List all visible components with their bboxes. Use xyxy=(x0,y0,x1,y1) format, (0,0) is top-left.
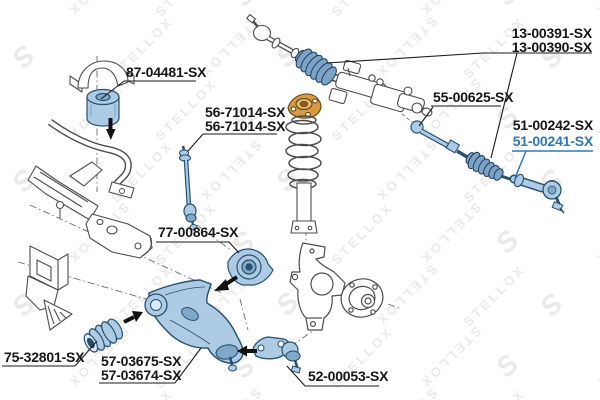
front-bushing-part xyxy=(83,318,124,353)
ball-joint-part xyxy=(252,336,301,374)
label-control-arm[interactable]: 57-03675-SX 57-03674-SX xyxy=(101,353,182,383)
label-rear-bushing[interactable]: 77-00864-SX xyxy=(158,224,239,240)
highlight-leader xyxy=(512,150,593,179)
part-number[interactable]: 57-03674-SX xyxy=(101,367,182,383)
strut-body-drawing xyxy=(290,182,318,234)
tie-rod-end-part xyxy=(500,173,565,214)
inner-tie-rod-part xyxy=(410,120,470,160)
part-number[interactable]: 13-00391-SX xyxy=(511,25,593,41)
stab-bracket-drawing xyxy=(69,60,135,93)
label-stab-link[interactable]: 56-71014-SX 56-71014-SX xyxy=(205,104,286,134)
label-tie-rod-end-242[interactable]: 51-00242-SX xyxy=(512,117,594,133)
part-number[interactable]: 56-71014-SX xyxy=(205,104,286,120)
part-number[interactable]: 13-00390-SX xyxy=(511,39,593,55)
leader-lines xyxy=(2,52,593,387)
stab-bushing-part xyxy=(86,88,120,127)
arrow-down-bushing xyxy=(106,118,116,140)
sway-bar-drawing xyxy=(47,119,135,199)
steering-knuckle-drawing xyxy=(289,242,384,331)
label-stab-bushing[interactable]: 87-04481-SX xyxy=(126,64,207,80)
control-arm-part xyxy=(144,279,244,372)
arrow-rear-bushing-to-arm xyxy=(214,275,239,291)
coil-spring-drawing xyxy=(285,115,322,190)
strut-mount-part xyxy=(287,93,322,119)
part-number[interactable]: 57-03675-SX xyxy=(101,353,182,369)
steering-boot-part xyxy=(465,151,504,181)
rear-bushing-part xyxy=(227,248,274,286)
explode-arrows xyxy=(106,118,257,357)
steering-rack-drawing xyxy=(246,13,433,117)
label-steering-boot[interactable]: 55-00625-SX xyxy=(433,89,514,105)
subframe-drawing xyxy=(25,161,153,331)
stab-link-part xyxy=(178,145,198,230)
label-tie-rod-assembly[interactable]: 13-00391-SX 13-00390-SX xyxy=(511,25,593,55)
arrow-ball-joint-to-arm xyxy=(237,345,257,357)
label-front-bushing[interactable]: 75-32801-SX xyxy=(4,349,85,365)
rack-bellows-part xyxy=(294,48,337,86)
part-number[interactable]: 56-71014-SX xyxy=(205,118,286,134)
label-tie-rod-end-241-highlighted[interactable]: 51-00241-SX xyxy=(512,133,594,149)
label-ball-joint[interactable]: 52-00053-SX xyxy=(308,368,389,384)
arrow-front-bushing-to-arm xyxy=(123,311,143,324)
